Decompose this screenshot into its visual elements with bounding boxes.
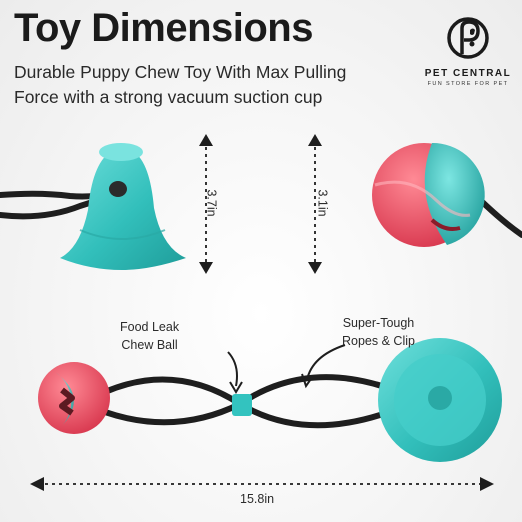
page-subtitle: Durable Puppy Chew Toy With Max Pulling … [14,62,347,107]
total-length-label: 15.8in [240,492,275,506]
ball-callout-line1: Food Leak [120,320,180,334]
rope-callout-line1: Super-Tough [342,316,415,330]
pet-central-logo-icon [447,17,489,59]
brand-logo: PET CENTRAL FUN STORE FOR PET [420,10,516,92]
brand-name: PET CENTRAL [424,68,512,79]
ball-callout: Food Leak Chew Ball [120,318,179,354]
cup-height-label: 3.7in [204,189,219,217]
ball-height-arrow [308,134,322,274]
ball-callout-line2: Chew Ball [121,338,178,352]
brand-tagline: FUN STORE FOR PET [427,81,509,87]
total-length-arrow [30,477,494,491]
cup-height-arrow [199,134,213,274]
rope-callout: Super-Tough Ropes & Clip [342,314,415,350]
page-title: Toy Dimensions [14,6,313,50]
full-toy-assembled [38,338,502,462]
suction-cup-side-view [0,143,186,270]
ball-height-label: 3.1in [315,189,330,217]
chew-ball-side-view [372,142,522,247]
rope-callout-line2: Ropes & Clip [342,334,415,348]
